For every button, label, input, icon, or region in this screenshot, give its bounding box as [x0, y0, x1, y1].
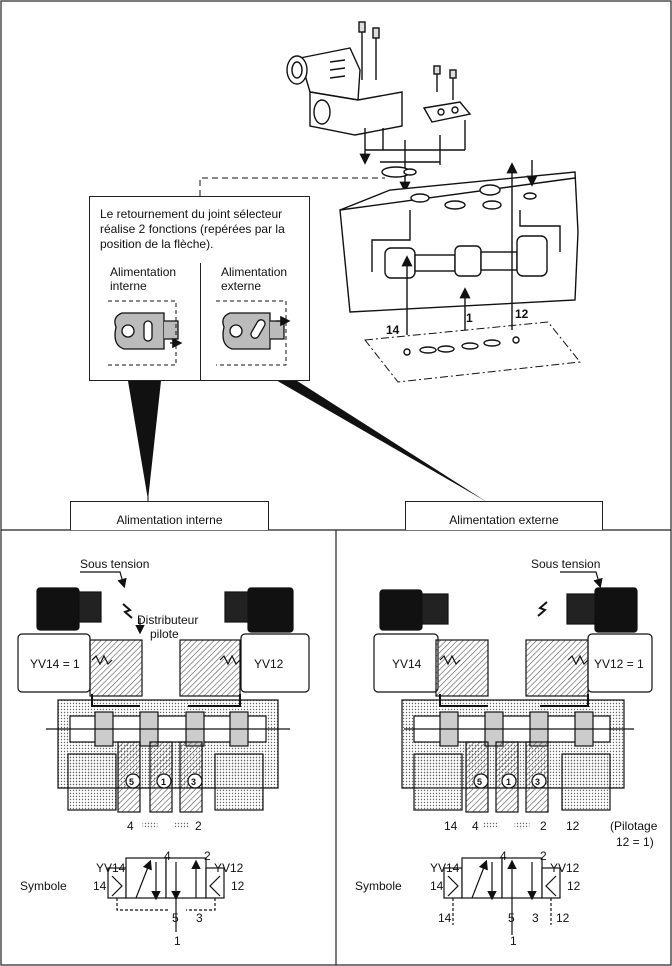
left-sym-yv14: YV14 [96, 861, 126, 875]
port-12-label: 12 [515, 307, 529, 321]
left-valve-cutaway [17, 587, 310, 829]
right-sous-tension-pointer [560, 571, 603, 589]
right-sym-12: 12 [567, 879, 581, 893]
right-pilot-14: 14 [444, 819, 458, 833]
right-solenoid-yv14: YV14 [392, 657, 422, 671]
right-pilot-12: 12 [566, 819, 580, 833]
right-sym-3: 3 [532, 911, 539, 925]
right-port-3: 3 [535, 777, 540, 787]
left-sym-12: 12 [231, 879, 245, 893]
callout-internal-label: Alimentation interne [110, 265, 177, 293]
left-sous-tension-label: Sous tension [80, 557, 149, 571]
left-valve-symbol [107, 857, 225, 932]
right-exhaust-4: 4 [472, 819, 479, 833]
right-sym-1: 1 [510, 934, 517, 948]
right-sym-12-bottom: 12 [556, 911, 570, 925]
right-solenoid-yv12: YV12 = 1 [594, 657, 644, 671]
left-sym-4: 4 [164, 849, 171, 863]
right-port-1: 1 [506, 777, 511, 787]
left-sym-1: 1 [174, 934, 181, 948]
label-box-internal: Alimentation interne [70, 501, 269, 530]
left-sym-yv12: YV12 [214, 861, 244, 875]
left-sym-5: 5 [172, 911, 179, 925]
right-sym-5: 5 [508, 911, 515, 925]
right-sym-4: 4 [500, 849, 507, 863]
exploded-valve-drawing [199, 21, 581, 383]
port-14-label: 14 [386, 323, 400, 337]
right-port-5: 5 [477, 777, 482, 787]
pointer-external [262, 370, 487, 502]
left-exhaust-4: 4 [127, 819, 134, 833]
label-box-internal-text: Alimentation interne [116, 513, 223, 527]
left-symbole-label: Symbole [20, 879, 67, 893]
left-exhaust-2: 2 [195, 819, 202, 833]
gasket-icons [108, 300, 291, 366]
right-sym-2: 2 [540, 849, 547, 863]
pointer-internal [128, 381, 161, 500]
right-sym-14: 14 [430, 879, 444, 893]
left-sym-3: 3 [196, 911, 203, 925]
left-distributeur-label: Distributeur [137, 613, 198, 627]
right-valve-cutaway [373, 587, 653, 829]
left-port-5: 5 [129, 777, 134, 787]
left-port-1: 1 [161, 777, 166, 787]
port-1-label: 1 [466, 311, 473, 325]
left-sous-tension-pointer [80, 571, 127, 589]
right-exhaust-2: 2 [540, 819, 547, 833]
right-pilotage-line1: (Pilotage [610, 819, 658, 833]
label-box-external-text: Alimentation externe [449, 513, 559, 527]
right-sym-yv14: YV14 [430, 861, 460, 875]
left-solenoid-yv14: YV14 = 1 [30, 657, 80, 671]
left-solenoid-yv12: YV12 [254, 657, 284, 671]
right-pilotage-line2: 12 = 1) [616, 835, 654, 849]
left-pilote-label: pilote [150, 627, 179, 641]
right-sym-14-bottom: 14 [438, 911, 452, 925]
callout-divider [200, 263, 201, 381]
label-box-external: Alimentation externe [405, 501, 603, 530]
callout-text: Le retournement du joint sélecteur réali… [100, 207, 285, 251]
right-valve-symbol [443, 857, 561, 935]
selector-gasket-callout: Le retournement du joint sélecteur réali… [89, 196, 310, 381]
left-sym-14: 14 [93, 879, 107, 893]
callout-external-label: Alimentation externe [221, 265, 288, 293]
left-port-3: 3 [191, 777, 196, 787]
right-sous-tension-label: Sous tension [531, 557, 600, 571]
right-sym-yv12: YV12 [550, 861, 580, 875]
right-symbole-label: Symbole [355, 879, 402, 893]
left-sym-2: 2 [204, 849, 211, 863]
